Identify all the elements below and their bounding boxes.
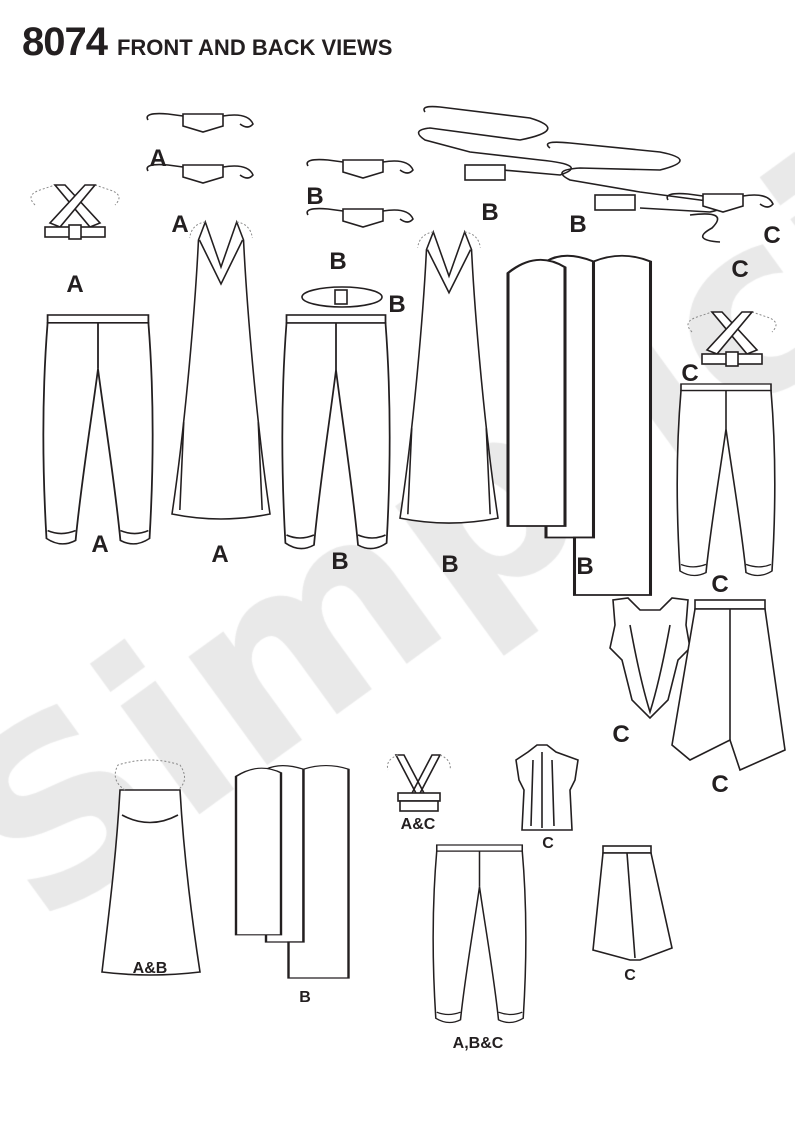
label-bodysuit-c: C <box>612 721 630 748</box>
halter-top-c <box>687 311 777 367</box>
label-dress-a: A <box>211 541 229 568</box>
dress-b <box>399 231 499 524</box>
belt-b-ring <box>301 286 383 308</box>
label-belt-a-front: A <box>149 145 167 172</box>
belt-b-back <box>306 207 414 228</box>
label-back-dress-ab: A&B <box>132 960 168 977</box>
back-top-ac <box>387 754 451 812</box>
label-back-pants-abc: A,B&C <box>452 1035 504 1052</box>
label-back-skirt-c: C <box>624 967 636 984</box>
label-pants-c: C <box>711 571 729 598</box>
scarf-b <box>506 254 653 597</box>
pants-c <box>676 383 776 577</box>
label-belt-c-front: C <box>763 222 781 249</box>
label-belt-b-ring: B <box>388 291 406 318</box>
back-scarf-b <box>234 764 350 980</box>
belt-c-front <box>666 192 774 213</box>
label-pants-b: B <box>331 548 349 575</box>
back-skirt-c <box>592 845 673 961</box>
label-halter-top-a: A <box>66 271 84 298</box>
label-dress-b: B <box>441 551 459 578</box>
label-belt-b-back: B <box>329 248 347 275</box>
label-back-top-ac: A&C <box>400 816 436 833</box>
back-vest-c <box>515 744 579 831</box>
belt-b-front <box>306 158 414 179</box>
sash-b-front <box>417 105 573 181</box>
label-halter-top-c: C <box>681 360 699 387</box>
label-belt-a-back: A <box>171 211 189 238</box>
back-pants-abc <box>432 844 527 1024</box>
label-belt-b-front: B <box>306 183 324 210</box>
skirt-c <box>671 599 786 772</box>
label-sash-b-front: B <box>481 199 499 226</box>
sash-b-back <box>546 141 724 213</box>
halter-top-a <box>30 184 120 240</box>
page-header: 8074 FRONT AND BACK VIEWS <box>22 20 392 65</box>
label-sash-b-back: B <box>569 211 587 238</box>
pattern-number: 8074 <box>22 20 108 64</box>
bodysuit-c <box>609 597 691 720</box>
page-title: FRONT AND BACK VIEWS <box>116 35 393 60</box>
dress-a <box>171 221 271 520</box>
label-skirt-c: C <box>711 771 729 798</box>
pants-b <box>281 314 391 550</box>
label-belt-c-back: C <box>731 256 749 283</box>
label-back-vest-c: C <box>542 835 554 852</box>
pants-a <box>42 314 154 545</box>
label-pants-a: A <box>91 531 109 558</box>
label-back-scarf-b: B <box>299 989 311 1006</box>
label-scarf-b: B <box>576 553 594 580</box>
belt-a-front <box>146 112 254 133</box>
back-dress-ab <box>101 759 201 976</box>
belt-c-back <box>689 213 721 243</box>
